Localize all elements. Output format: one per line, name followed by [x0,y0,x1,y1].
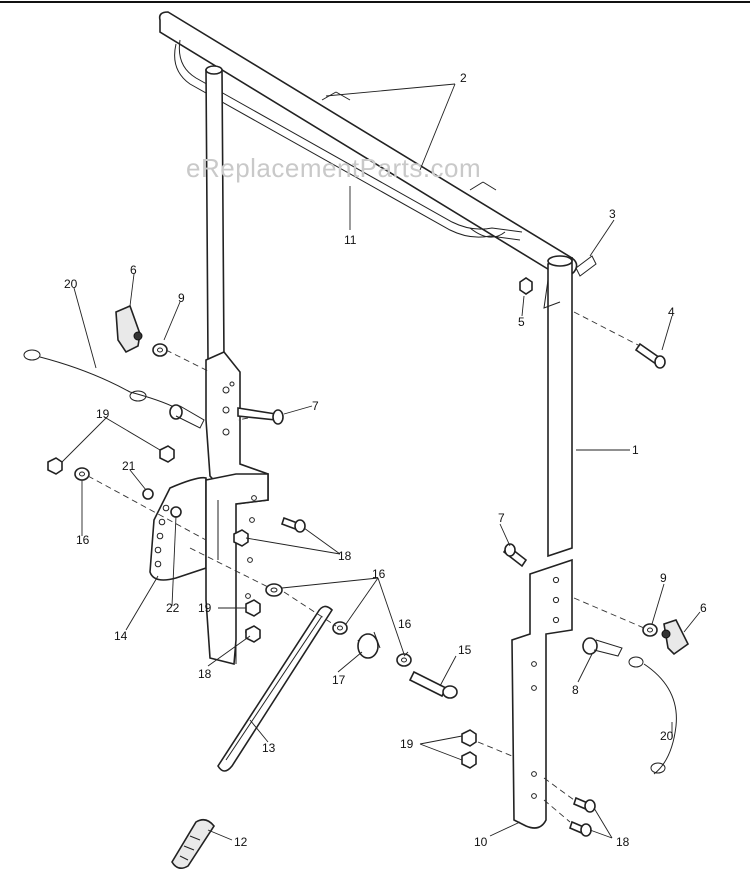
left-upright-tube [205,65,225,361]
left-adjust-plate [149,476,207,581]
right-upright-tube [543,255,573,558]
label-20-left: 20 [64,277,78,291]
right-knob [661,619,690,656]
label-16-left: 16 [76,533,90,547]
label-19-mid: 19 [198,601,212,615]
label-16-right: 16 [398,617,412,631]
label-18-left: 18 [198,667,212,681]
label-9-left: 9 [178,291,185,305]
leader-lines [61,83,701,841]
left-upper-bracket [205,351,269,505]
bolts [142,342,666,837]
left-cable [23,349,177,409]
label-19-bottom: 19 [400,737,414,751]
label-5: 5 [518,315,525,329]
label-20-right: 20 [660,729,674,743]
right-cable [628,656,677,775]
nuts [47,277,533,769]
label-16-mid: 16 [372,567,386,581]
washers [74,343,658,667]
label-22: 22 [166,601,180,615]
label-3: 3 [609,207,616,221]
label-8: 8 [572,683,579,697]
label-15: 15 [458,643,472,657]
label-6-left: 6 [130,263,137,277]
label-2: 2 [460,71,467,85]
grip [171,818,215,870]
lever-arm [217,605,334,772]
right-lower-bracket [511,558,573,829]
label-18-mid: 18 [338,549,352,563]
part-labels: 2 3 11 5 4 6 9 20 7 1 19 21 16 22 14 18 … [64,71,707,849]
label-14: 14 [114,629,128,643]
label-13: 13 [262,741,276,755]
label-21: 21 [122,459,136,473]
clip [575,255,597,277]
label-19-top: 19 [96,407,110,421]
label-9-right: 9 [660,571,667,585]
label-6-right: 6 [700,601,707,615]
cross-bar [174,39,523,241]
label-11: 11 [344,233,357,247]
label-4: 4 [668,305,675,319]
label-18-right: 18 [616,835,630,849]
assembly-lines [87,311,645,823]
label-1: 1 [632,443,639,457]
watermark-text: eReplacementParts.com [186,153,481,183]
left-knob [115,304,143,354]
label-7-left: 7 [312,399,319,413]
label-17: 17 [332,673,346,687]
label-7-right: 7 [498,511,505,525]
label-10: 10 [474,835,488,849]
label-12: 12 [234,835,248,849]
